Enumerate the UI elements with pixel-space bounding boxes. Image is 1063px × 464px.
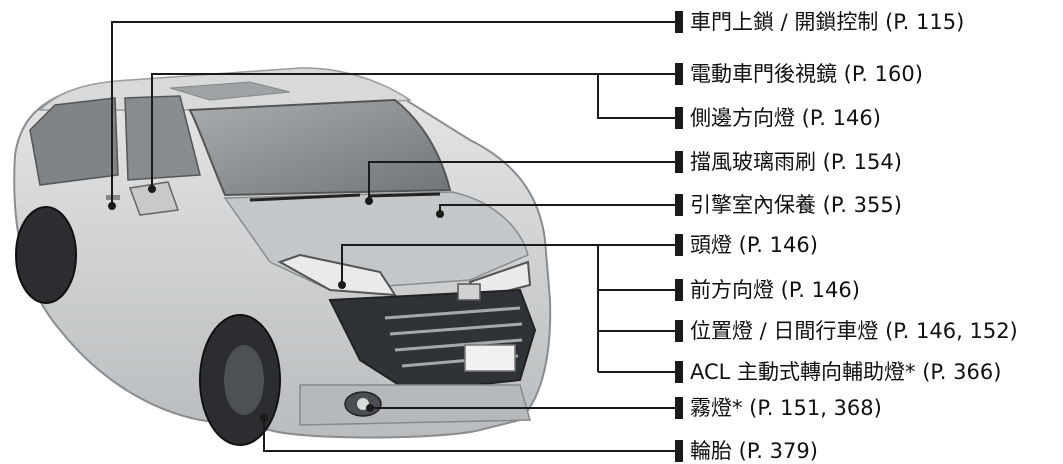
callout-power-mirror: 電動車門後視鏡 (P. 160) — [690, 62, 923, 86]
callout-marker — [675, 234, 683, 256]
callout-tire: 輪胎 (P. 379) — [690, 439, 818, 463]
callout-front-turn-signal: 前方向燈 (P. 146) — [690, 278, 860, 302]
callout-marker — [675, 63, 683, 85]
callout-side-turn-signal: 側邊方向燈 (P. 146) — [690, 106, 881, 130]
callout-marker — [675, 194, 683, 216]
callout-marker — [675, 397, 683, 419]
callout-marker — [675, 361, 683, 383]
callout-marker — [675, 151, 683, 173]
callout-acl: ACL 主動式轉向輔助燈* (P. 366) — [690, 360, 1002, 384]
callout-marker — [675, 320, 683, 342]
callout-fog-light: 霧燈* (P. 151, 368) — [690, 396, 882, 420]
callout-engine-maintenance: 引擎室內保養 (P. 355) — [690, 193, 902, 217]
callout-position-drl: 位置燈 / 日間行車燈 (P. 146, 152) — [690, 319, 1018, 343]
callout-headlight: 頭燈 (P. 146) — [690, 233, 818, 257]
callout-marker — [675, 279, 683, 301]
pointer-dots — [108, 185, 444, 422]
minivan-illustration — [13, 67, 552, 446]
callout-door-lock: 車門上鎖 / 開鎖控制 (P. 115) — [690, 10, 965, 34]
callout-marker — [675, 11, 683, 33]
callout-marker — [675, 440, 683, 462]
callout-marker — [675, 107, 683, 129]
leader-lines — [111, 21, 676, 452]
callout-wipers: 擋風玻璃雨刷 (P. 154) — [690, 150, 902, 174]
